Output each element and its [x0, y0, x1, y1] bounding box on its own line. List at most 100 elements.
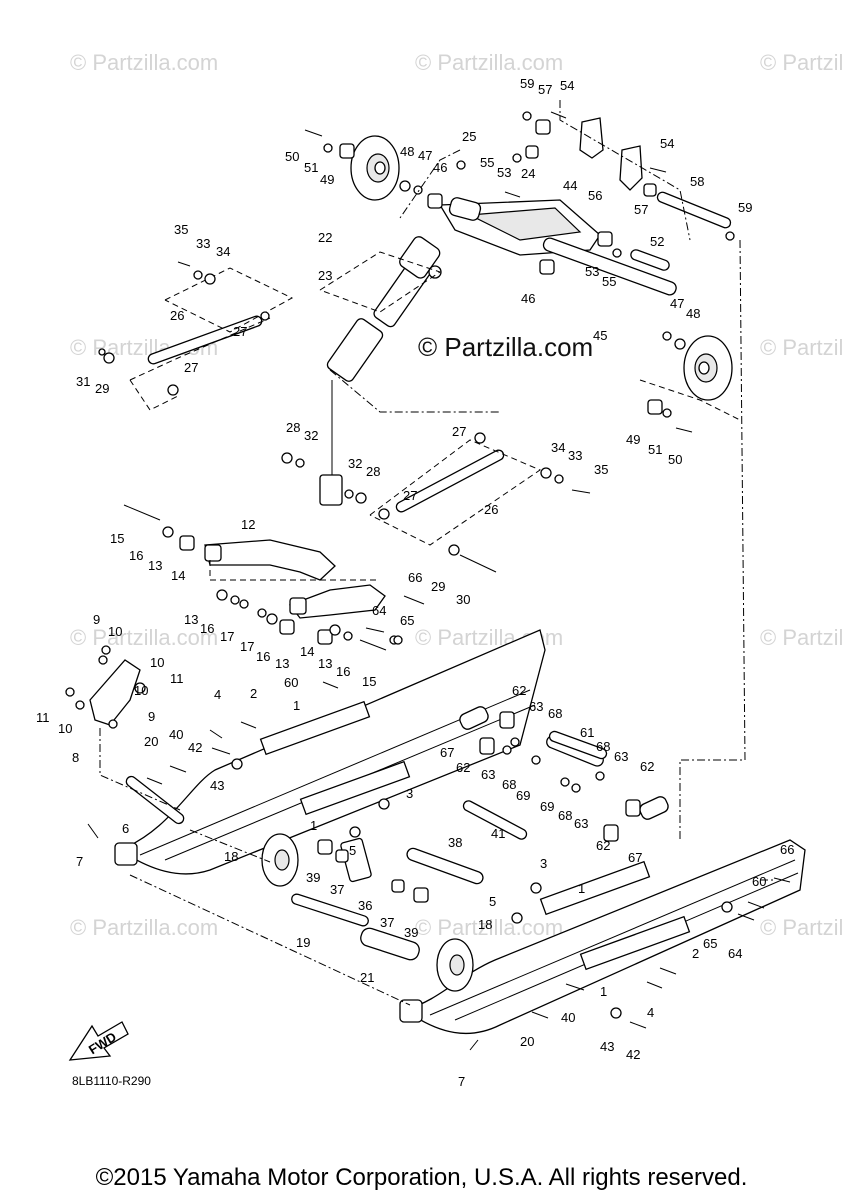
rear-axle-shaft-45: [542, 237, 677, 296]
callout-number: 27: [184, 360, 198, 375]
callout-number: 31: [76, 374, 90, 389]
callout-number: 18: [224, 849, 238, 864]
rail-wheels: [261, 833, 474, 992]
watermark: © Partzilla.com: [760, 50, 843, 75]
callout-number: 7: [458, 1074, 465, 1089]
callout-number: 18: [478, 917, 492, 932]
callout-number: 15: [110, 531, 124, 546]
callout-number: 4: [647, 1005, 654, 1020]
callout-number: 47: [418, 148, 432, 163]
callout-number: 58: [690, 174, 704, 189]
callout-number: 10: [58, 721, 72, 736]
callout-number: 9: [148, 709, 155, 724]
forward-arrow-icon: FWD: [68, 1021, 129, 1061]
cross-plates: [259, 700, 691, 971]
callout-number: 11: [170, 671, 184, 686]
callout-number: 62: [596, 838, 610, 853]
callout-number: 61: [580, 725, 594, 740]
idler-wheel-right: [683, 335, 733, 401]
callout-number: 14: [171, 568, 185, 583]
callout-number: 35: [174, 222, 188, 237]
callout-number: 19: [296, 935, 310, 950]
callout-number: 55: [602, 274, 616, 289]
front-arm-12: [204, 539, 386, 619]
callout-number: 50: [285, 149, 299, 164]
callout-number: 5: [349, 843, 356, 858]
callout-number: 65: [703, 936, 717, 951]
fasteners-lower: [65, 635, 733, 1019]
callout-number: 11: [36, 710, 50, 725]
callout-number: 53: [585, 264, 599, 279]
copyright-notice: ©2015 Yamaha Motor Corporation, U.S.A. A…: [95, 1164, 748, 1191]
callout-number: 68: [548, 706, 562, 721]
idler-wheel-left: [350, 135, 400, 201]
callout-number: 30: [456, 592, 470, 607]
callout-number: 57: [538, 82, 552, 97]
callout-number: 46: [433, 160, 447, 175]
cross-shafts: [125, 735, 604, 961]
callout-number: 16: [200, 621, 214, 636]
diagram-code: 8LB1110-R290: [72, 1074, 151, 1088]
callout-number: 60: [284, 675, 298, 690]
callout-number: 3: [406, 786, 413, 801]
collars-middle: [98, 270, 564, 645]
callout-number: 59: [520, 76, 534, 91]
callout-number: 54: [560, 78, 574, 93]
callout-number: 42: [626, 1047, 640, 1062]
callout-number: 8: [72, 750, 79, 765]
callout-number: 63: [481, 767, 495, 782]
callout-number: 62: [456, 760, 470, 775]
callout-number: 65: [400, 613, 414, 628]
callout-number: 66: [408, 570, 422, 585]
watermark: © Partzilla.com: [415, 50, 563, 75]
callout-number: 13: [318, 656, 332, 671]
callout-number: 35: [594, 462, 608, 477]
callout-number: 46: [521, 291, 535, 306]
callout-number: 63: [614, 749, 628, 764]
callout-number: 10: [108, 624, 122, 639]
collar-52: [630, 249, 670, 271]
callout-number: 20: [520, 1034, 534, 1049]
callout-number: 32: [348, 456, 362, 471]
callout-number: 14: [300, 644, 314, 659]
callout-number: 7: [76, 854, 83, 869]
watermark: © Partzilla.com: [760, 915, 843, 940]
callout-number: 1: [293, 698, 300, 713]
callout-number: 1: [310, 818, 317, 833]
callout-number: 62: [512, 683, 526, 698]
callout-number: 25: [462, 129, 476, 144]
callout-number: 34: [551, 440, 565, 455]
callout-number: 27: [233, 324, 247, 339]
watermark: © Partzilla.com: [760, 625, 843, 650]
watermark: © Partzilla.com: [70, 625, 218, 650]
callout-number: 63: [574, 816, 588, 831]
callout-number: 3: [540, 856, 547, 871]
bracket-54: [579, 117, 643, 191]
callout-number: 23: [318, 268, 332, 283]
callout-number: 34: [216, 244, 230, 259]
callout-number: 1: [578, 881, 585, 896]
callout-number: 13: [148, 558, 162, 573]
callout-number: 2: [250, 686, 257, 701]
callout-number: 45: [593, 328, 607, 343]
callout-number: 40: [561, 1010, 575, 1025]
callout-number: 10: [150, 655, 164, 670]
link-rod-26-lower: [395, 449, 505, 513]
callout-number: 10: [134, 683, 148, 698]
callout-number: 50: [668, 452, 682, 467]
callout-number: 68: [596, 739, 610, 754]
callout-number: 27: [403, 488, 417, 503]
bolts-lower: [87, 681, 791, 1051]
callout-number: 37: [380, 915, 394, 930]
callout-number: 44: [563, 178, 577, 193]
callout-number: 4: [214, 687, 221, 702]
callout-number: 69: [516, 788, 530, 803]
callout-number: 33: [196, 236, 210, 251]
callout-number: 17: [220, 629, 234, 644]
callout-number: 1: [600, 984, 607, 999]
callout-number: 26: [170, 308, 184, 323]
callout-number: 17: [240, 639, 254, 654]
callout-number: 33: [568, 448, 582, 463]
callout-number: 26: [484, 502, 498, 517]
